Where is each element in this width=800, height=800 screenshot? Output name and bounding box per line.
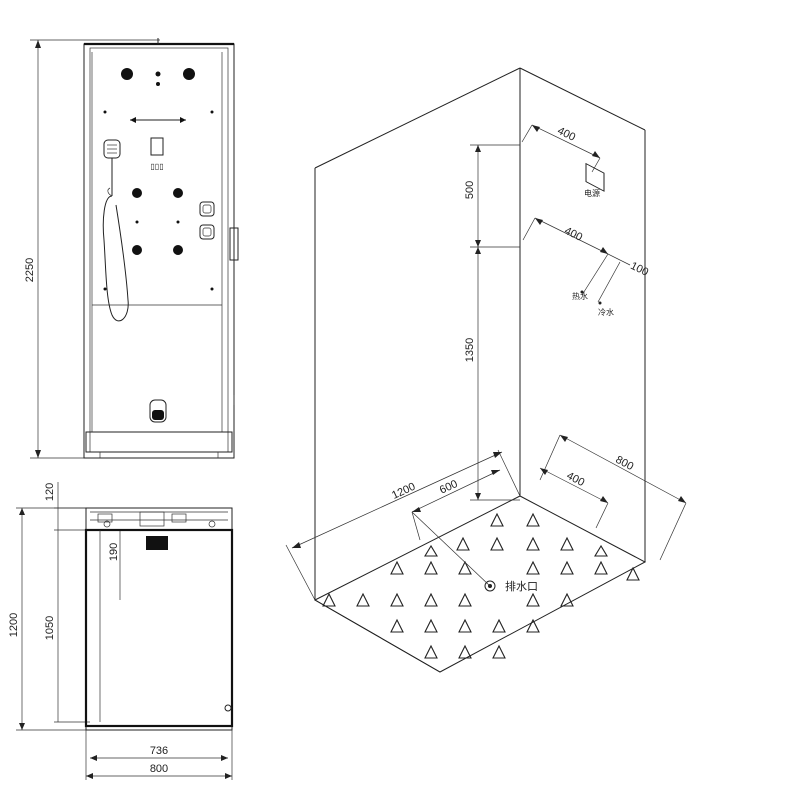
iso-floor-width-dimensions: 800 400 xyxy=(539,434,687,561)
triangle-antislip-icon xyxy=(560,592,574,607)
plan-outline xyxy=(84,507,234,731)
triangle-antislip-icon xyxy=(356,592,370,607)
iso-wall-height-upper-label: 500 xyxy=(464,181,476,199)
iso-floor-length-dimensions: 1200 600 xyxy=(285,449,521,601)
massage-jet-icon xyxy=(173,245,183,255)
svg-text:▯▯▯: ▯▯▯ xyxy=(150,162,163,171)
iso-drain-offset-long-label: 600 xyxy=(438,478,460,497)
triangle-antislip-icon xyxy=(458,592,472,607)
triangle-antislip-icon xyxy=(560,536,574,551)
massage-jet-icon xyxy=(173,188,183,198)
control-panel-icon: ▯▯▯ xyxy=(150,137,164,171)
triangle-antislip-icon xyxy=(526,536,540,551)
triangle-antislip-icon xyxy=(492,644,506,659)
triangle-antislip-icon xyxy=(490,536,504,551)
iso-water-spacing-label: 100 xyxy=(628,260,650,279)
top-speaker-left-icon xyxy=(121,68,133,80)
control-button-icon xyxy=(199,224,215,240)
plan-view: 1200 120 1050 190 xyxy=(8,482,234,780)
plan-total-depth-label: 1200 xyxy=(8,613,20,637)
triangle-antislip-icon xyxy=(390,618,404,633)
top-speaker-right-icon xyxy=(183,68,195,80)
iso-drain-offset-short-label: 400 xyxy=(564,470,586,489)
triangle-antislip-icon xyxy=(526,592,540,607)
iso-height-dimensions: 500 1350 xyxy=(464,144,520,501)
drain-icon xyxy=(484,580,496,592)
plan-panel-depth-label: 190 xyxy=(108,543,120,561)
door-handle xyxy=(229,227,239,261)
plan-inner-depth-label: 1050 xyxy=(44,616,56,640)
front-top-controls xyxy=(103,68,214,123)
triangle-antislip-icon xyxy=(492,618,506,633)
power-outlet-icon xyxy=(585,162,605,192)
cold-water-inlet-icon xyxy=(598,301,602,305)
iso-power-offset-label: 400 xyxy=(555,125,577,144)
plan-total-width-label: 800 xyxy=(150,763,168,775)
triangle-antislip-icon xyxy=(560,560,574,575)
iso-wall-height-lower-label: 1350 xyxy=(464,338,476,362)
massage-jet-icon xyxy=(132,188,142,198)
massage-jet-icon xyxy=(132,245,142,255)
triangle-antislip-icon xyxy=(424,592,438,607)
iso-walls xyxy=(314,67,646,600)
plan-inner-width-label: 736 xyxy=(150,745,168,757)
control-button-icon xyxy=(199,201,215,217)
triangle-antislip-icon xyxy=(424,544,438,557)
plan-width-dimensions: 736 800 xyxy=(85,730,233,780)
front-shower: ▯▯▯ xyxy=(102,137,164,322)
front-view: 2250 xyxy=(24,38,239,459)
triangle-antislip-icon xyxy=(456,536,470,551)
cold-water-label: 冷水 xyxy=(598,307,614,317)
iso-floor-width-label: 800 xyxy=(613,454,635,473)
triangle-antislip-icon xyxy=(390,592,404,607)
shower-hose xyxy=(102,195,129,322)
top-light-icon xyxy=(155,71,161,77)
drain-label: 排水口 xyxy=(505,579,538,593)
iso-view: 排水口 500 1350 400 电源 xyxy=(285,67,687,673)
hot-water-label: 热水 xyxy=(572,291,588,301)
triangle-antislip-icon xyxy=(526,560,540,575)
triangle-antislip-icon xyxy=(424,560,438,575)
triangle-antislip-icon xyxy=(594,560,608,575)
shower-head-icon xyxy=(103,139,121,196)
iso-floor-length-label: 1200 xyxy=(390,481,417,502)
front-massage-jets xyxy=(103,188,214,291)
triangle-antislip-icon xyxy=(458,618,472,633)
plan-door-hinge-icon xyxy=(224,704,232,712)
triangle-antislip-icon xyxy=(322,592,336,607)
triangle-antislip-icon xyxy=(626,566,640,581)
plan-depth-dimensions: 1200 120 1050 190 xyxy=(8,482,121,731)
power-label: 电源 xyxy=(584,188,600,198)
triangle-antislip-icon xyxy=(390,560,404,575)
hot-water-inlet-icon xyxy=(580,290,584,294)
triangle-antislip-icon xyxy=(458,644,472,659)
triangle-antislip-icon xyxy=(424,618,438,633)
iso-water-inlets: 400 100 热水 冷水 xyxy=(522,217,650,317)
triangle-antislip-icon xyxy=(526,618,540,633)
iso-power-outlet: 400 电源 xyxy=(521,124,605,198)
triangle-antislip-icon xyxy=(458,560,472,575)
plan-seat-icon xyxy=(146,536,168,550)
front-cabinet xyxy=(83,38,239,459)
triangle-antislip-icon xyxy=(490,512,504,527)
iso-floor-tray xyxy=(313,495,647,673)
foot-rest-icon xyxy=(149,399,167,423)
front-height-dimension: 2250 xyxy=(24,39,160,459)
plan-top-gap-label: 120 xyxy=(44,483,56,501)
triangle-antislip-icon xyxy=(424,644,438,659)
triangle-antislip-icon xyxy=(526,512,540,527)
front-height-label: 2250 xyxy=(24,258,36,282)
iso-antislip-pattern xyxy=(322,512,640,659)
triangle-antislip-icon xyxy=(594,544,608,557)
front-buttons xyxy=(199,201,215,240)
iso-drain: 排水口 xyxy=(484,579,540,593)
